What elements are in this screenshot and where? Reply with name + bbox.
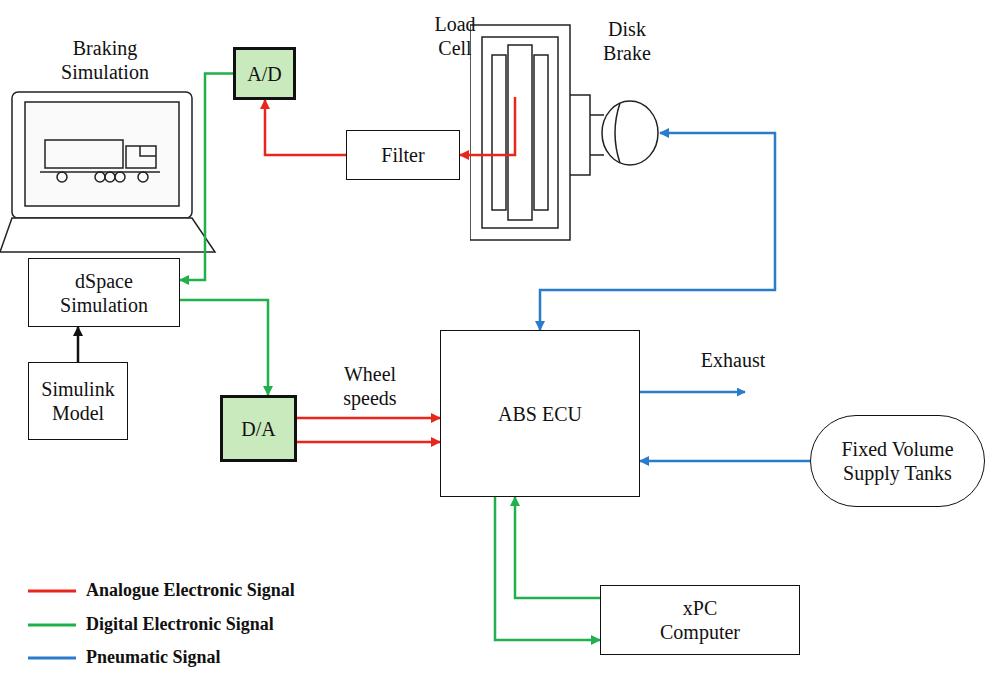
signal-connector: [640, 460, 810, 463]
signal-connector: [297, 417, 440, 420]
edge-label: Wheel speeds: [330, 362, 410, 410]
supply-tank: Fixed Volume Supply Tanks: [810, 415, 985, 507]
part-label: Load Cell: [420, 12, 490, 60]
signal-label: Exhaust: [688, 348, 778, 372]
legend-text: Analogue Electronic Signal: [86, 580, 295, 602]
legend-line-sample: [28, 653, 76, 663]
legend-line-sample: [28, 620, 76, 630]
process-box: Simulink Model: [28, 362, 128, 440]
signal-connector: [460, 154, 470, 157]
node-text: Simulink Model: [35, 377, 121, 425]
node-text: dSpace Simulation: [35, 269, 173, 317]
node-text: xPC Computer: [645, 596, 755, 644]
signal-connector: [180, 74, 233, 281]
legend-item: Digital Electronic Signal: [28, 614, 274, 636]
legend-text: Digital Electronic Signal: [86, 614, 274, 636]
signal-connector: [77, 327, 80, 362]
legend-item: Pneumatic Signal: [28, 647, 221, 669]
monitor-illustration: [0, 92, 215, 252]
signal-connector: [540, 133, 775, 330]
signal-connector: [265, 100, 346, 155]
ecu-box: ABS ECU: [440, 330, 640, 497]
disk-brake-assembly: Disk Brake: [470, 5, 660, 245]
node-text: Filter: [381, 143, 424, 167]
process-box: xPC Computer: [600, 585, 800, 655]
node-text: A/D: [247, 62, 281, 86]
exhaust-arrow: [640, 391, 745, 394]
signal-connector: [180, 300, 268, 395]
converter-box: A/D: [233, 47, 296, 100]
converter-box: D/A: [220, 395, 297, 462]
signal-connector: [297, 441, 440, 444]
legend-item: Analogue Electronic Signal: [28, 580, 295, 602]
part-heading: Disk Brake: [594, 17, 660, 65]
legend-text: Pneumatic Signal: [86, 647, 221, 669]
monitor-caption: Braking Simulation: [40, 36, 170, 84]
legend-line-sample: [28, 586, 76, 596]
signal-connector: [495, 497, 600, 640]
node-text: Fixed Volume Supply Tanks: [833, 437, 963, 485]
process-box: dSpace Simulation: [28, 258, 180, 327]
node-text: ABS ECU: [498, 402, 582, 426]
process-box: Filter: [346, 130, 460, 180]
signal-connector: [515, 497, 600, 598]
node-text: D/A: [241, 417, 275, 441]
